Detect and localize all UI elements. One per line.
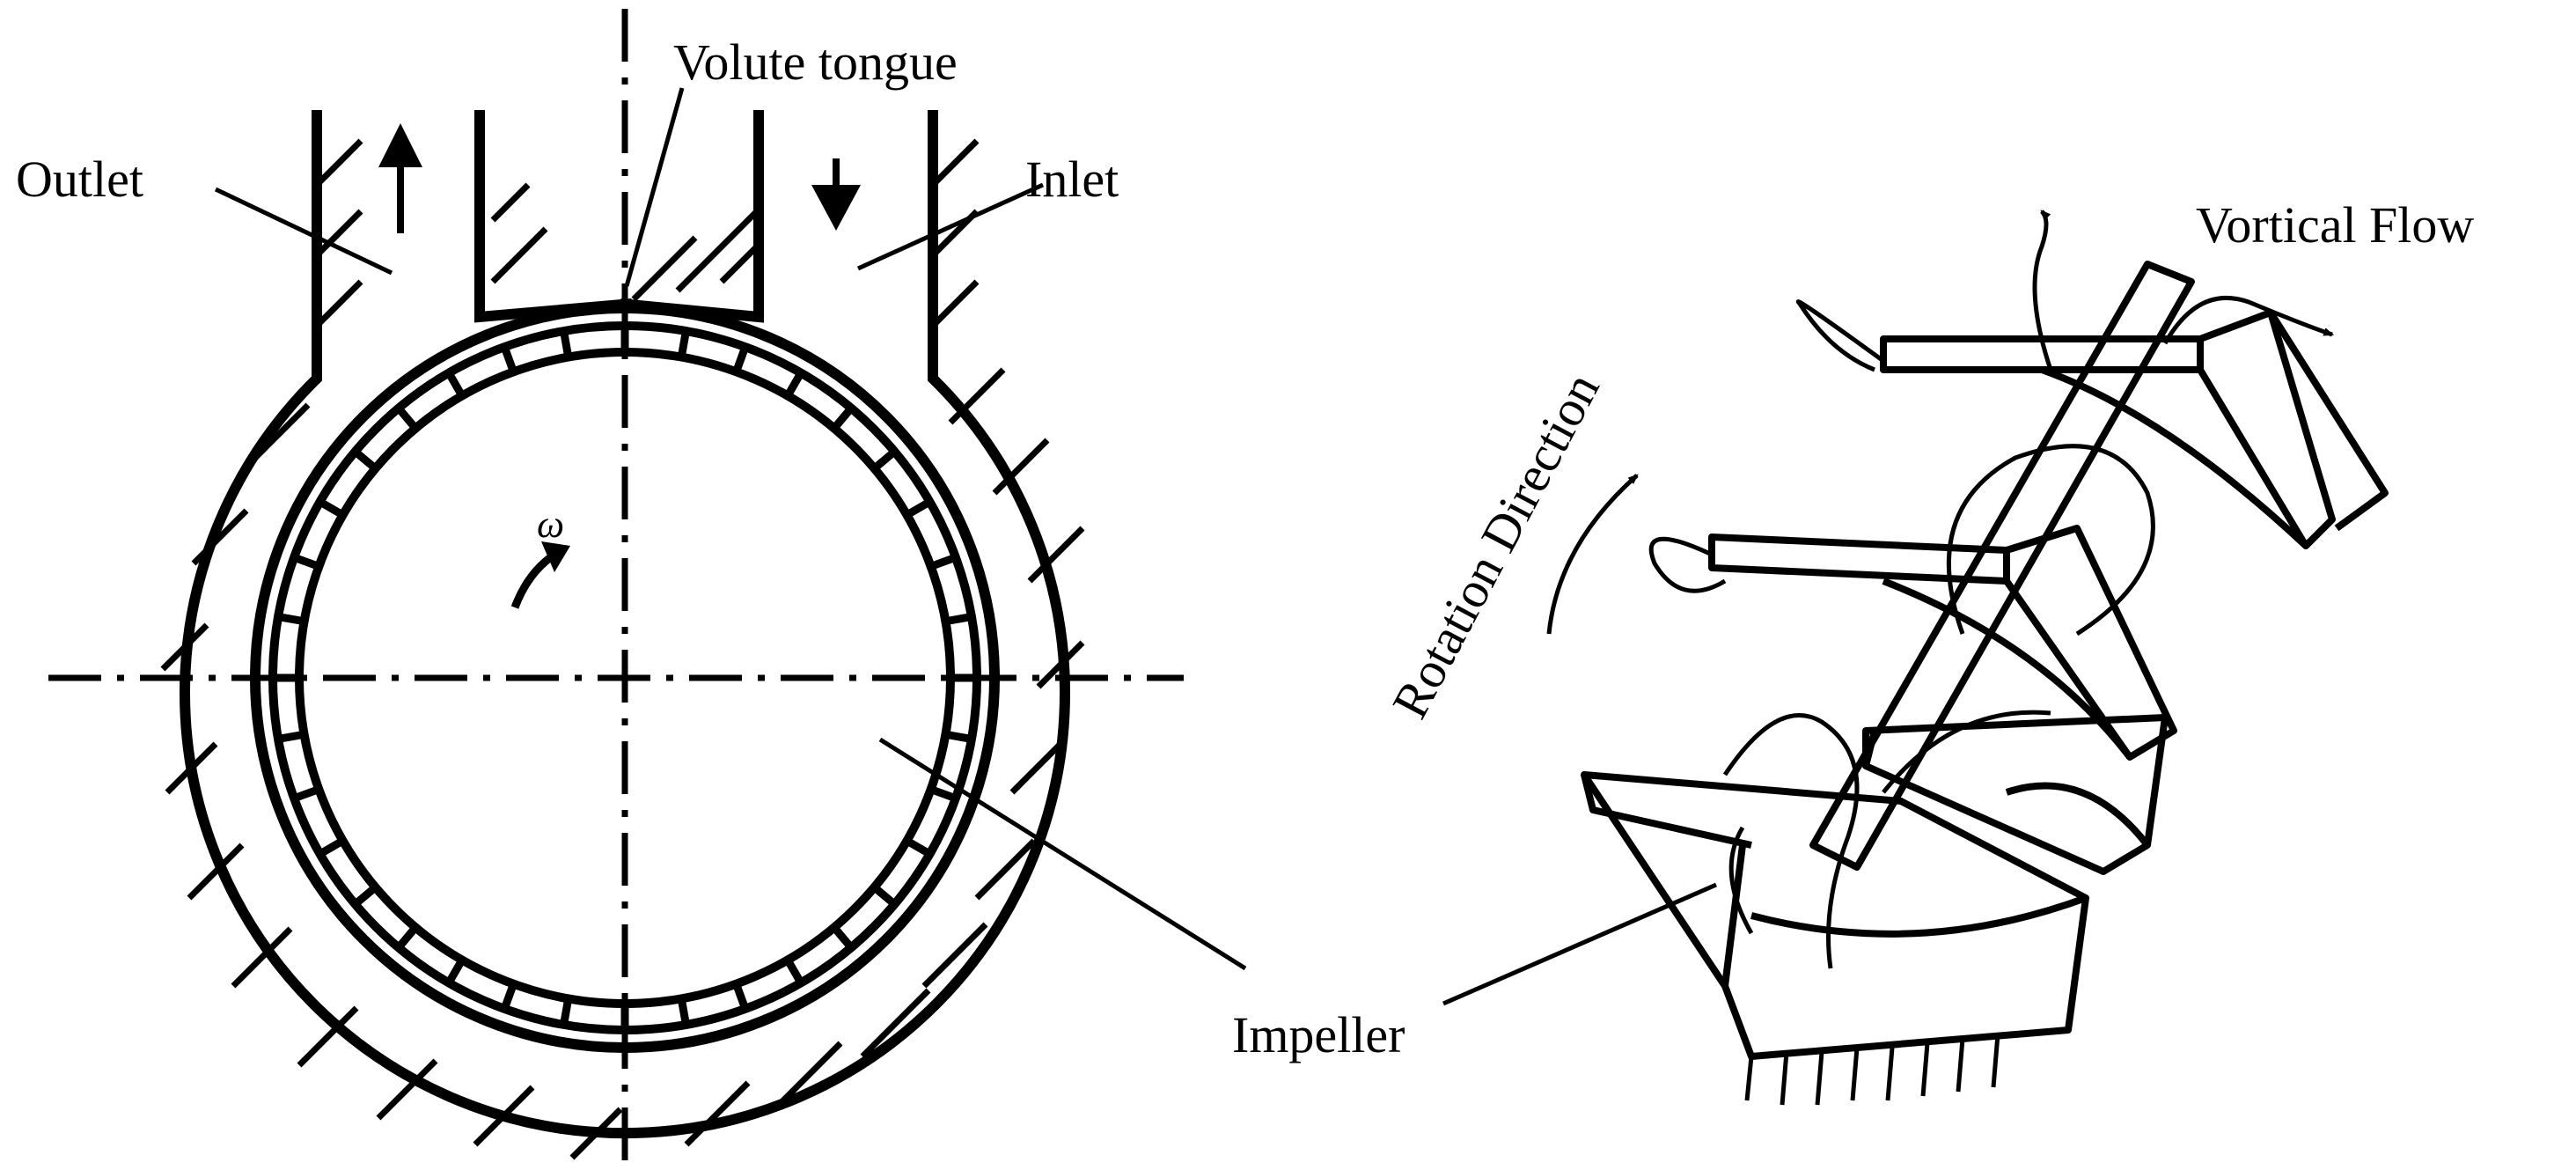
impeller-blade	[292, 785, 320, 803]
impeller-blade	[784, 958, 804, 985]
impeller-blade	[318, 498, 345, 519]
blade-lower	[1862, 714, 2169, 875]
volute-tongue-leader-line	[624, 87, 685, 287]
impeller-blade	[318, 837, 345, 857]
impeller-blade	[677, 330, 690, 358]
impeller-blade	[732, 345, 750, 373]
impeller-sketch-leader-line	[1442, 882, 1717, 1006]
impeller-blade	[445, 371, 466, 398]
impeller-blade	[500, 345, 517, 373]
inlet-flow-arrow	[811, 158, 861, 231]
rotation-direction-arrow	[1546, 474, 1639, 635]
impeller-blade	[929, 553, 958, 570]
volute-tongue-label: Volute tongue	[673, 33, 958, 91]
hub-spine	[1809, 261, 2195, 871]
rotation-omega-arrow	[510, 541, 570, 609]
omega-label: ω	[537, 503, 564, 546]
vortical-flow-lines	[1648, 210, 2335, 969]
impeller-blade	[905, 837, 932, 857]
vortical-flow-label: Vortical Flow	[2196, 196, 2474, 254]
impeller-blade	[871, 448, 898, 472]
impeller-blade	[944, 730, 972, 743]
impeller-blade	[352, 448, 378, 472]
inlet-channel-inner-wall	[620, 110, 764, 323]
impeller-blade	[831, 924, 855, 951]
impeller-blade	[395, 405, 419, 431]
impeller-blade	[352, 884, 378, 908]
impeller-blade	[784, 371, 804, 398]
impeller-blade	[445, 958, 466, 985]
impeller-blade	[560, 330, 573, 358]
blade-middle	[1708, 525, 2177, 761]
impeller-blade	[871, 884, 898, 908]
impeller-blade	[831, 405, 855, 431]
outlet-label: Outlet	[16, 151, 143, 208]
impeller-blade	[732, 982, 750, 1011]
outlet-leader-line	[214, 187, 393, 276]
impeller-blade-sketch	[1546, 210, 2389, 1106]
impeller-blade	[560, 997, 573, 1026]
casing-hatching	[160, 138, 1085, 1160]
impeller-blade	[500, 982, 517, 1011]
impeller-blade	[292, 553, 320, 570]
pump-cross-section: ω Outlet Inlet Volute tongue Impeller	[16, 9, 1405, 1162]
impeller-blade	[277, 730, 305, 743]
impeller-blade	[677, 997, 690, 1026]
impeller-base-teeth	[1744, 1034, 2000, 1106]
impeller-blade	[395, 924, 419, 951]
inlet-leader-line	[856, 182, 1045, 271]
impeller-blade	[944, 613, 972, 626]
impeller-blade	[905, 498, 932, 519]
outlet-flow-arrow	[378, 123, 422, 233]
inlet-label: Inlet	[1025, 151, 1119, 208]
impeller-label: Impeller	[1232, 1006, 1405, 1063]
impeller-blade	[929, 785, 958, 803]
blade-bottom	[1581, 771, 2089, 1060]
impeller-blade	[277, 613, 305, 626]
impeller-leader-line	[878, 737, 1247, 971]
